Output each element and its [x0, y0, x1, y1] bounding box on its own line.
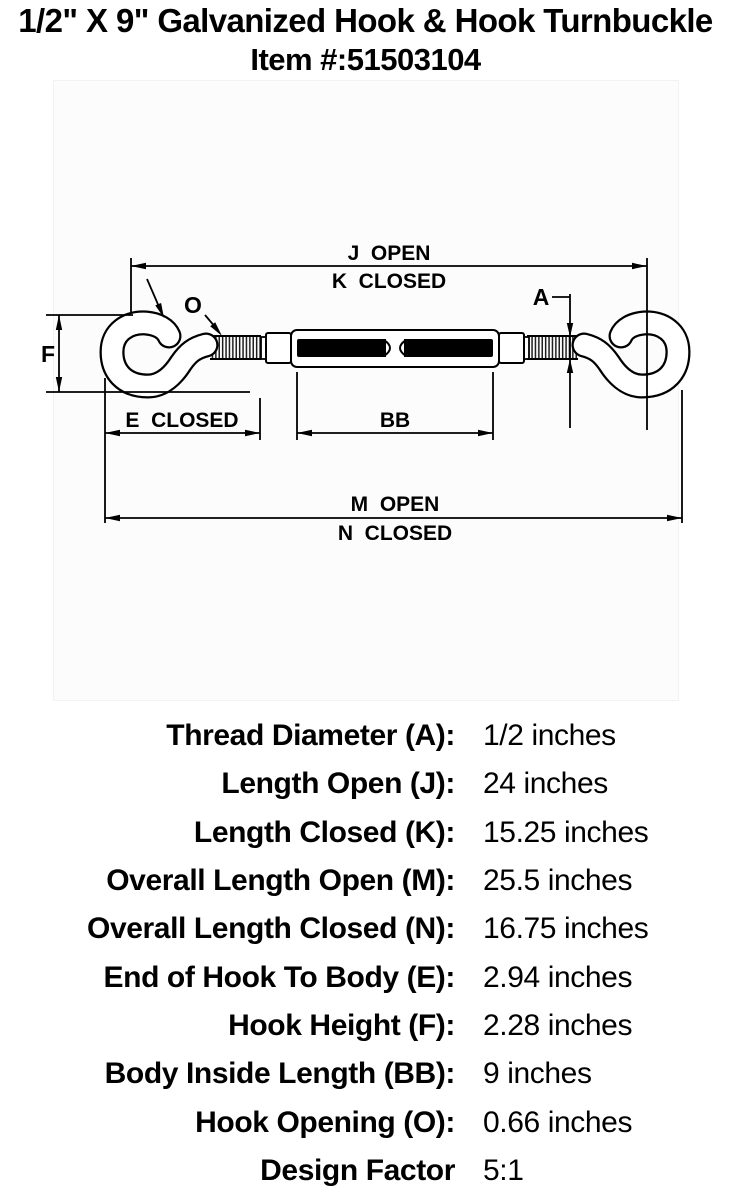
label-o: O — [184, 292, 202, 318]
spec-value: 1/2 inches — [483, 719, 616, 753]
spec-label: Thread Diameter (A): — [166, 719, 455, 753]
label-a: A — [533, 284, 550, 310]
spec-label: Overall Length Open (M): — [106, 864, 455, 898]
spec-label: Hook Opening (O): — [195, 1105, 455, 1139]
arrowhead — [155, 303, 164, 318]
dim-m-n — [105, 390, 683, 523]
spec-value: 5:1 — [483, 1153, 524, 1187]
left-threaded-rod — [210, 335, 261, 360]
arrowhead — [210, 322, 222, 336]
item-number: Item #:51503104 — [250, 42, 481, 77]
spec-row-overall-length-open: Overall Length Open (M): 25.5 inches — [0, 857, 731, 905]
spec-value: 24 inches — [483, 767, 608, 801]
spec-row-design-factor: Design Factor 5:1 — [0, 1147, 731, 1195]
spec-label: Length Open (J): — [221, 767, 455, 801]
spec-value: 2.94 inches — [483, 960, 633, 994]
arrowhead — [105, 514, 120, 522]
arrowhead — [632, 262, 647, 270]
arrowhead — [478, 429, 493, 437]
arrowhead — [55, 377, 63, 392]
dim-e — [104, 378, 261, 523]
spec-row-thread-diameter: Thread Diameter (A): 1/2 inches — [0, 712, 731, 760]
spec-label: End of Hook To Body (E): — [103, 960, 456, 994]
spec-value: 25.5 inches — [483, 864, 633, 898]
right-thread-hatch — [527, 336, 578, 359]
rod-end-right — [399, 339, 407, 357]
right-end-nut — [498, 332, 525, 364]
spec-label: Overall Length Closed (N): — [87, 912, 455, 946]
spec-label: Design Factor — [260, 1153, 455, 1187]
spec-label: Hook Height (F): — [228, 1008, 455, 1042]
spec-row-length-open: Length Open (J): 24 inches — [0, 760, 731, 808]
spec-value: 2.28 inches — [483, 1008, 633, 1042]
label-n-closed: N CLOSED — [338, 522, 452, 545]
spec-row-hook-height: Hook Height (F): 2.28 inches — [0, 1002, 731, 1050]
page-title: 1/2" X 9" Galvanized Hook & Hook Turnbuc… — [18, 2, 713, 39]
spec-value: 9 inches — [483, 1057, 592, 1091]
label-e-closed: E CLOSED — [125, 409, 238, 432]
turnbuckle-body — [260, 329, 530, 368]
arrowhead — [566, 359, 574, 373]
label-k-closed: K CLOSED — [332, 270, 446, 293]
label-f: F — [41, 341, 55, 367]
dim-o — [146, 278, 222, 336]
label-j-open: J OPEN — [348, 242, 431, 265]
spec-label: Body Inside Length (BB): — [104, 1057, 456, 1091]
arrowhead — [667, 514, 682, 522]
turnbuckle-technical-drawing: J OPEN K CLOSED A O F E CLOSED — [41, 242, 691, 545]
spec-row-hook-opening: Hook Opening (O): 0.66 inches — [0, 1098, 731, 1146]
spec-value: 16.75 inches — [483, 912, 649, 946]
spec-row-body-inside-length: Body Inside Length (BB): 9 inches — [0, 1050, 731, 1098]
arrowhead — [105, 429, 120, 437]
left-end-nut — [265, 332, 292, 364]
spec-value: 0.66 inches — [483, 1105, 633, 1139]
right-hook — [571, 310, 691, 399]
left-thread-hatch — [210, 336, 261, 359]
spec-row-end-of-hook-to-body: End of Hook To Body (E): 2.94 inches — [0, 953, 731, 1001]
spec-table: Thread Diameter (A): 1/2 inches Length O… — [0, 712, 731, 1195]
dim-j-k — [130, 258, 648, 430]
arrowhead — [55, 315, 63, 330]
rod-end-left — [383, 339, 391, 357]
dim-f — [46, 314, 250, 393]
label-bb: BB — [380, 409, 410, 432]
left-hook — [99, 310, 219, 399]
arrowhead — [245, 429, 260, 437]
arrowhead — [566, 323, 574, 337]
rod-break-gap — [386, 338, 404, 358]
arrowhead — [131, 262, 146, 270]
label-m-open: M OPEN — [351, 493, 440, 516]
spec-value: 15.25 inches — [483, 815, 649, 849]
spec-row-overall-length-closed: Overall Length Closed (N): 16.75 inches — [0, 905, 731, 953]
spec-label: Length Closed (K): — [193, 815, 456, 849]
arrowhead — [297, 429, 312, 437]
dim-bb — [296, 372, 494, 440]
spec-row-length-closed: Length Closed (K): 15.25 inches — [0, 809, 731, 857]
dim-a — [552, 294, 574, 428]
